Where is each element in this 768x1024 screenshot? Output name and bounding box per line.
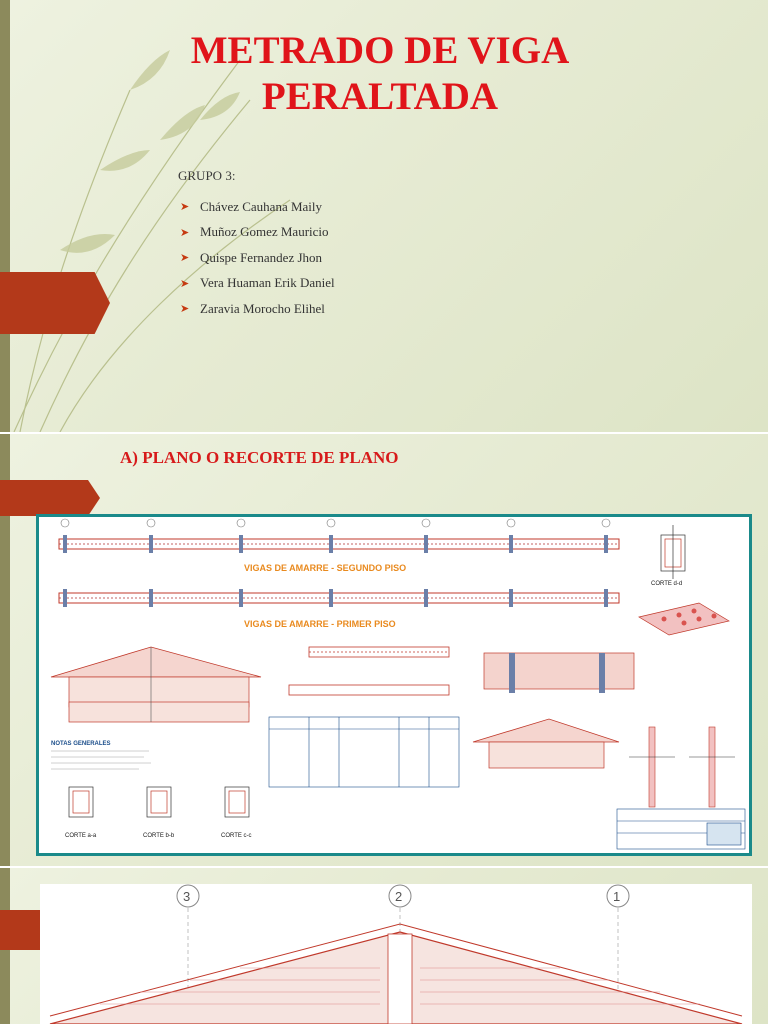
decorative-stems-graphic <box>13 50 291 432</box>
slide-title: METRADO DE VIGA PERALTADA GRUPO 3: ➤ Cháv… <box>0 0 768 432</box>
section-heading: A) PLANO O RECORTE DE PLANO <box>120 448 399 467</box>
slide-plan: A) PLANO O RECORTE DE PLANO <box>0 434 768 866</box>
member-name: Quispe Fernandez Jhon <box>200 249 323 265</box>
beam-segundo-piso <box>58 518 620 553</box>
corte-label-d: CORTE d-d <box>651 581 682 587</box>
list-item: ➤ Quispe Fernandez Jhon <box>180 245 335 271</box>
orange-arrow-tab <box>0 910 40 950</box>
orange-arrow-tab <box>0 480 100 516</box>
plan-title-primero: VIGAS DE AMARRE - PRIMER PISO <box>244 619 396 629</box>
roof-elevation-left <box>50 646 262 723</box>
axis-label-1: 1 <box>613 889 620 904</box>
notes-title: NOTAS GENERALES <box>51 741 111 747</box>
corte-label-a: CORTE a-a <box>65 833 97 839</box>
corte-label-b: CORTE b-b <box>143 833 175 839</box>
slab-detail <box>638 602 730 636</box>
steel-table <box>268 716 460 788</box>
corte-sections <box>68 786 250 818</box>
beam-primer-piso <box>58 589 620 607</box>
left-accent-bar <box>0 434 10 866</box>
title-line-1: METRADO DE VIGA <box>190 29 570 72</box>
left-accent-bar <box>0 0 10 432</box>
arrow-bullet-icon: ➤ <box>180 252 190 265</box>
plan-title-segundo: VIGAS DE AMARRE - SEGUNDO PISO <box>244 563 406 573</box>
member-list: ➤ Chávez Cauhana Maily ➤ Muñoz Gomez Mauri… <box>180 194 335 322</box>
list-item: ➤ Muñoz Gomez Mauricio <box>180 220 335 246</box>
column-details <box>629 726 735 808</box>
corte-label-c: CORTE c-c <box>221 833 252 839</box>
arrow-bullet-icon: ➤ <box>180 226 190 239</box>
arrow-bullet-icon: ➤ <box>180 201 190 214</box>
member-name: Chávez Cauhana Maily <box>200 198 323 214</box>
orange-arrow-tab <box>0 272 110 334</box>
mid-beam-elevation <box>288 646 450 696</box>
section-detail-top-right <box>660 525 686 579</box>
roof-truss <box>49 923 743 1024</box>
member-name: Vera Huaman Erik Daniel <box>200 275 335 291</box>
drawing-title-block <box>616 808 746 850</box>
slide-elevation: 3 2 1 <box>0 868 768 1024</box>
slide-title-text: METRADO DE VIGA PERALTADA <box>140 28 620 120</box>
axis-label-2: 2 <box>395 889 402 904</box>
structural-plan-drawing: VIGAS DE AMARRE - SEGUNDO PISO VIGAS DE … <box>36 514 752 856</box>
arrow-bullet-icon: ➤ <box>180 303 190 316</box>
wall-detail-right <box>483 652 635 693</box>
member-name: Zaravia Morocho Elihel <box>200 300 325 316</box>
group-label: GRUPO 3: <box>178 168 236 183</box>
roof-elevation-drawing: 3 2 1 <box>40 884 752 1024</box>
list-item: ➤ Zaravia Morocho Elihel <box>180 296 335 322</box>
axis-label-3: 3 <box>183 889 190 904</box>
list-item: ➤ Chávez Cauhana Maily <box>180 194 335 220</box>
arrow-bullet-icon: ➤ <box>180 277 190 290</box>
member-name: Muñoz Gomez Mauricio <box>200 224 329 240</box>
list-item: ➤ Vera Huaman Erik Daniel <box>180 271 335 297</box>
roof-elevation-right <box>472 718 620 769</box>
title-line-2: PERALTADA <box>261 75 499 118</box>
